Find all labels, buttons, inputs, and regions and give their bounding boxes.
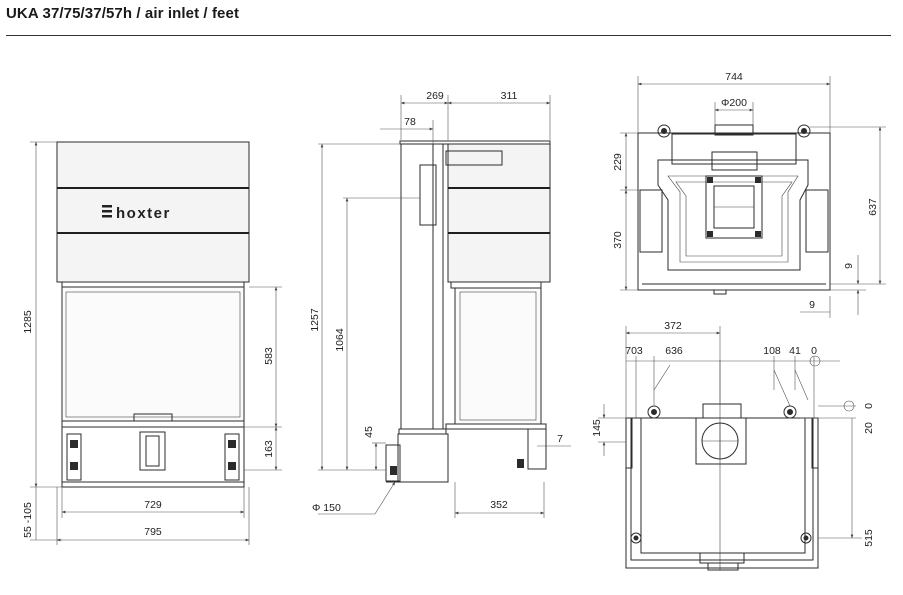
bottom-width-636: 636 (665, 345, 683, 357)
top-outline (637, 132, 831, 291)
bottom-view: 372 703 636 108 41 0 145 20 0 515 (591, 320, 875, 571)
side-upper-cladding (447, 143, 551, 283)
side-height-total: 1257 (309, 308, 321, 332)
brand-logo-text: hoxter (116, 205, 171, 222)
top-gap-horizontal: 9 (809, 299, 815, 311)
bottom-height-515: 515 (863, 529, 875, 547)
front-glass-frame-top (61, 281, 245, 288)
side-depth: 352 (490, 499, 508, 511)
front-height-glass: 583 (263, 347, 275, 365)
bottom-zero-top: 0 (811, 345, 817, 357)
top-gap-vertical: 9 (843, 263, 855, 269)
side-offset: 78 (404, 116, 416, 128)
front-base-frame (61, 426, 245, 488)
bottom-width-372: 372 (664, 320, 682, 332)
bottom-width-703: 703 (625, 345, 643, 357)
bottom-outline (625, 417, 819, 569)
page-title: UKA 37/75/37/57h / air inlet / feet (6, 5, 240, 22)
front-upper-cladding (56, 141, 250, 283)
side-top-right: 311 (501, 90, 518, 102)
front-view: 1285 55 -105 583 163 729 795 (22, 141, 282, 545)
bottom-right-20: 20 (863, 422, 875, 434)
front-feet-range: 55 -105 (22, 502, 34, 538)
bottom-width-108: 108 (763, 345, 781, 357)
top-width: 744 (725, 71, 743, 83)
side-air-box (397, 433, 449, 483)
front-width-inner: 729 (144, 499, 162, 511)
top-view: 744 Φ200 229 370 637 9 9 (612, 71, 886, 318)
top-height-mid: 370 (612, 231, 624, 249)
side-top-left: 269 (426, 90, 444, 102)
front-width-outer: 795 (144, 526, 162, 538)
bottom-width-41: 41 (789, 345, 801, 357)
top-height-total: 637 (867, 198, 879, 216)
front-glass (61, 286, 245, 422)
title-rule (6, 35, 891, 36)
bottom-height-145: 145 (591, 419, 603, 437)
front-height-base: 163 (263, 440, 275, 458)
top-flue-collar (714, 124, 754, 136)
side-foot: 7 (557, 433, 563, 445)
top-flue-diameter: Φ200 (721, 97, 747, 109)
side-duct: Φ 150 (312, 502, 341, 514)
side-rear-body (400, 143, 434, 430)
side-height-mid: 1064 (334, 328, 346, 352)
top-height-top: 229 (612, 153, 624, 171)
hoxter-logo: hoxter (102, 205, 171, 222)
side-view: 269 311 78 1257 1064 45 7 Φ 150 352 (309, 90, 571, 518)
bottom-right-0: 0 (863, 403, 875, 409)
front-height-total: 1285 (22, 310, 34, 334)
side-base: 45 (363, 426, 375, 438)
side-glass (454, 287, 542, 425)
